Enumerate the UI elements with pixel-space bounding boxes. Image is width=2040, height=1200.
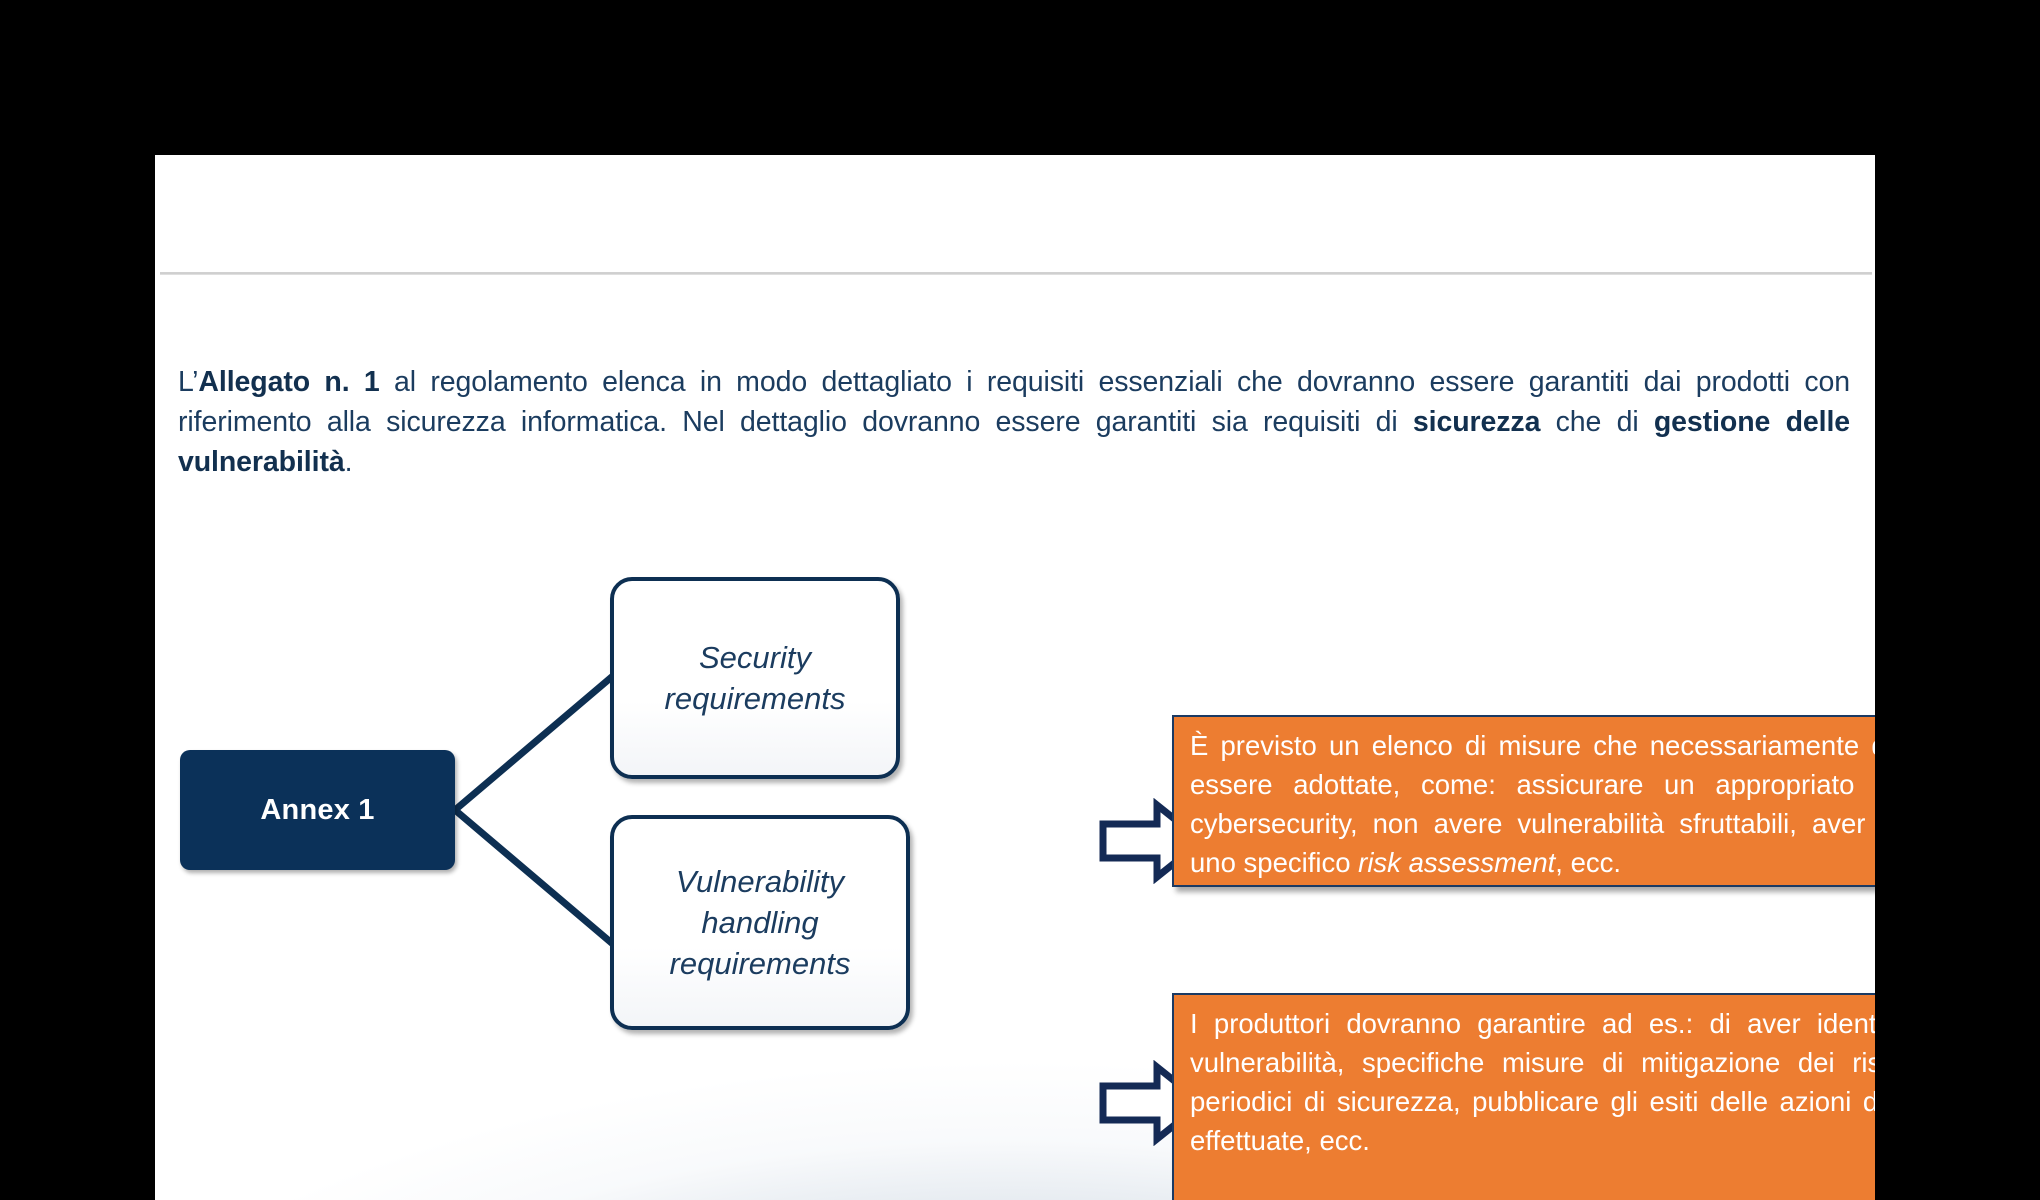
slide-card: L’Allegato n. 1 al regolamento elenca in… bbox=[155, 155, 1875, 1200]
connector-lines bbox=[451, 671, 618, 949]
security-callout-text-tail: , ecc. bbox=[1555, 847, 1622, 878]
annex-diagram: Annex 1 Security requirements È previsto… bbox=[155, 155, 1875, 1200]
paragraph-segment-2: al regolamento elenca in modo dettagliat… bbox=[178, 365, 1850, 438]
security-requirements-label-line2: requirements bbox=[664, 681, 846, 716]
vulnerability-callout: I produttori dovranno garantire ad es.: … bbox=[1172, 993, 1875, 1200]
security-callout: È previsto un elenco di misure che neces… bbox=[1172, 715, 1875, 887]
security-requirements-node[interactable]: Security requirements bbox=[610, 577, 900, 779]
intro-paragraph: L’Allegato n. 1 al regolamento elenca in… bbox=[178, 362, 1850, 482]
vulnerability-handling-label: Vulnerability handling requirements bbox=[626, 861, 894, 984]
security-callout-text: È previsto un elenco di misure che neces… bbox=[1190, 730, 1875, 878]
header-divider bbox=[160, 272, 1872, 275]
vulnerability-handling-requirements-node[interactable]: Vulnerability handling requirements bbox=[610, 815, 910, 1030]
annex-1-node[interactable]: Annex 1 bbox=[180, 750, 455, 870]
paragraph-segment-5: gestione delle vulnerabilità bbox=[178, 405, 1851, 478]
vulnerability-handling-label-line2: requirements bbox=[669, 946, 851, 981]
paragraph-segment-1: Allegato n. 1 bbox=[198, 365, 380, 398]
security-callout-italic: risk assessment bbox=[1358, 847, 1556, 878]
vulnerability-handling-label-line1: Vulnerability handling bbox=[675, 864, 845, 940]
paragraph-segment-6: . bbox=[344, 445, 353, 478]
security-requirements-label-line1: Security bbox=[699, 640, 811, 675]
paragraph-segment-0: L’ bbox=[178, 365, 199, 398]
paragraph-segment-3: sicurezza bbox=[1412, 405, 1541, 438]
annex-1-label: Annex 1 bbox=[260, 793, 375, 826]
vulnerability-callout-text: I produttori dovranno garantire ad es.: … bbox=[1190, 1008, 1875, 1156]
paragraph-segment-4: che di bbox=[1540, 405, 1654, 438]
security-requirements-label: Security requirements bbox=[665, 637, 846, 719]
